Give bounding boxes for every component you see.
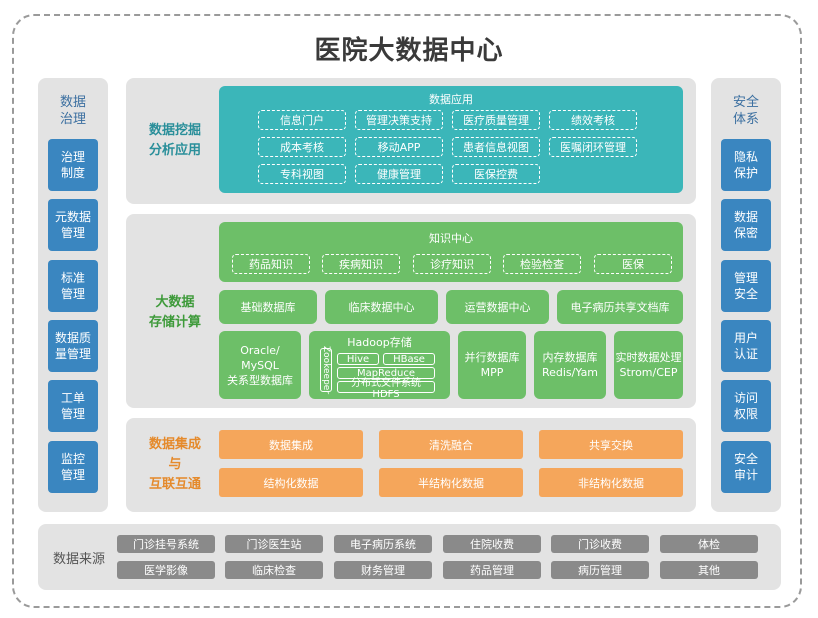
integration-layer-title: 数据集成 与 互联互通 [148, 437, 201, 492]
app-item: 管理决策支持 [355, 110, 443, 130]
source-item: 医学影像 [117, 561, 215, 579]
governance-item: 数据质 量管理 [48, 320, 98, 372]
knowledge-center-box: 知识中心 [219, 222, 683, 282]
app-item: 患者信息视图 [452, 137, 540, 157]
app-item: 医保控费 [452, 164, 540, 184]
storage-layer-title: 大数据 存储计算 [148, 295, 201, 330]
memory-db-box: 内存数据库 Redis/Yam [534, 331, 606, 399]
security-item: 安全 审计 [721, 441, 771, 493]
page-title: 医院大数据中心 [314, 36, 504, 66]
database-item: 电子病历共享文档库 [557, 290, 683, 324]
security-item: 隐私 保护 [721, 139, 771, 191]
hadoop-title: Hadoop存储 [347, 336, 412, 349]
governance-item: 标准 管理 [48, 260, 98, 312]
oracle-mysql-box: Oracle/ MySQL 关系型数据库 [219, 331, 301, 399]
knowledge-item: 检验检查 [503, 254, 581, 274]
knowledge-item: 诊疗知识 [413, 254, 491, 274]
zookeeper-label: Zookeeper [321, 345, 331, 395]
knowledge-item: 医保 [594, 254, 672, 274]
governance-title: 数据 治理 [59, 95, 86, 127]
knowledge-item: 药品知识 [232, 254, 310, 274]
mining-layer-title: 数据挖掘 分析应用 [148, 123, 201, 158]
hadoop-box [309, 331, 450, 399]
data-application-title: 数据应用 [429, 93, 473, 106]
database-item: 运营数据中心 [446, 290, 549, 324]
app-item: 医疗质量管理 [452, 110, 540, 130]
knowledge-item: 疾病知识 [322, 254, 400, 274]
hive-item: Hive [337, 353, 379, 365]
hdfs-item: 分布式文件系统HDFS [337, 378, 435, 400]
source-item: 住院收费 [443, 535, 541, 553]
outer-frame [12, 14, 802, 608]
governance-item: 元数据 管理 [48, 199, 98, 251]
database-item: 基础数据库 [219, 290, 317, 324]
source-item: 门诊收费 [551, 535, 649, 553]
source-item: 体检 [660, 535, 758, 553]
security-title: 安全 体系 [732, 95, 759, 127]
sources-title: 数据来源 [52, 552, 105, 567]
zookeeper-item: Zookeeper [320, 345, 332, 395]
app-item: 专科视图 [258, 164, 346, 184]
integration-item: 共享交换 [539, 430, 683, 459]
integration-item: 清洗融合 [379, 430, 523, 459]
app-item: 成本考核 [258, 137, 346, 157]
integration-item: 数据集成 [219, 430, 363, 459]
governance-item: 监控 管理 [48, 441, 98, 493]
source-item: 其他 [660, 561, 758, 579]
source-item: 临床检查 [225, 561, 323, 579]
app-item: 移动APP [355, 137, 443, 157]
source-item: 电子病历系统 [334, 535, 432, 553]
data-type-item: 半结构化数据 [379, 468, 523, 497]
app-item: 信息门户 [258, 110, 346, 130]
mpp-box: 并行数据库 MPP [458, 331, 526, 399]
data-type-item: 非结构化数据 [539, 468, 683, 497]
security-item: 管理 安全 [721, 260, 771, 312]
sources-panel [38, 524, 781, 590]
app-item: 健康管理 [355, 164, 443, 184]
source-item: 药品管理 [443, 561, 541, 579]
app-item: 绩效考核 [549, 110, 637, 130]
source-item: 门诊挂号系统 [117, 535, 215, 553]
database-item: 临床数据中心 [325, 290, 438, 324]
realtime-box: 实时数据处理 Strom/CEP [614, 331, 683, 399]
app-item: 医嘱闭环管理 [549, 137, 637, 157]
security-item: 访问 权限 [721, 380, 771, 432]
governance-item: 治理 制度 [48, 139, 98, 191]
security-item: 用户 认证 [721, 320, 771, 372]
security-item: 数据 保密 [721, 199, 771, 251]
source-item: 病历管理 [551, 561, 649, 579]
data-application-box: 数据应用 [219, 86, 683, 193]
source-item: 门诊医生站 [225, 535, 323, 553]
source-item: 财务管理 [334, 561, 432, 579]
data-type-item: 结构化数据 [219, 468, 363, 497]
mapreduce-item: MapReduce [337, 367, 435, 379]
hbase-item: HBase [383, 353, 435, 365]
governance-item: 工单 管理 [48, 380, 98, 432]
knowledge-center-title: 知识中心 [429, 232, 473, 245]
